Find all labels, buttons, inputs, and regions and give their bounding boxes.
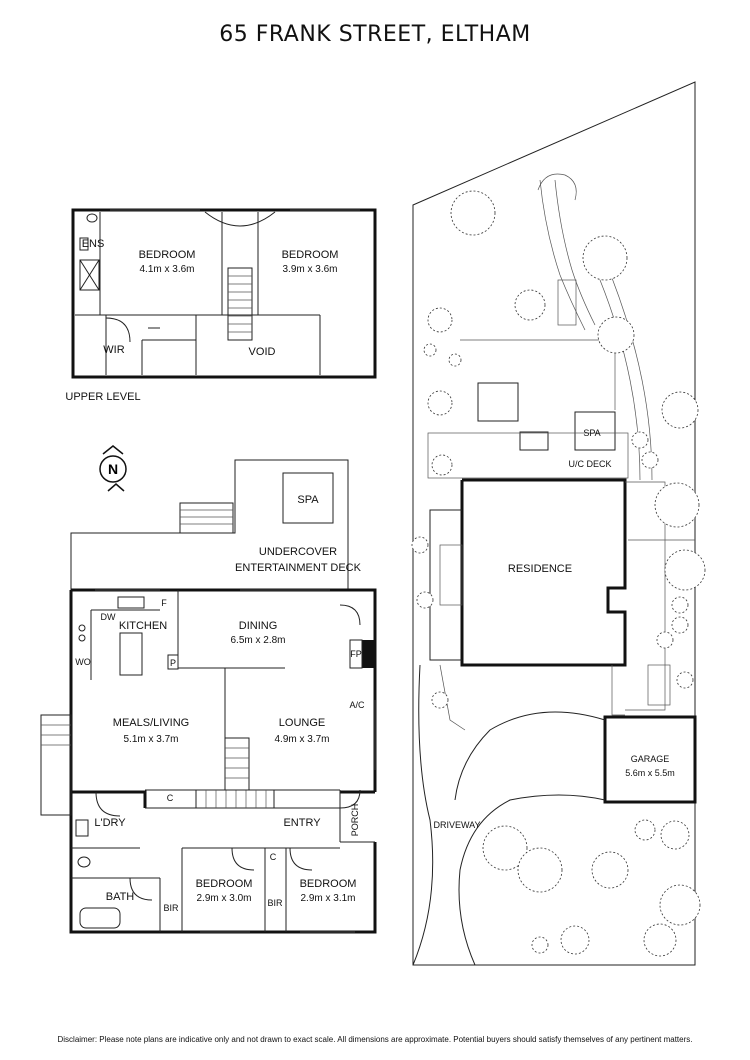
meals-label: MEALS/LIVING bbox=[113, 717, 189, 729]
bir1-label: BIR bbox=[163, 903, 179, 913]
ac-label: A/C bbox=[349, 700, 365, 710]
cupboard2-label: C bbox=[270, 852, 277, 862]
fireplace-label: FP bbox=[350, 649, 362, 659]
dining-dim: 6.5m x 2.8m bbox=[230, 635, 285, 646]
upper-bedroom1-dim: 4.1m x 3.6m bbox=[139, 264, 194, 275]
residence-label: RESIDENCE bbox=[508, 563, 572, 575]
bedroom3-dim: 2.9m x 3.0m bbox=[196, 893, 251, 904]
upper-bedroom1-label: BEDROOM bbox=[139, 249, 196, 261]
garage-label: GARAGE bbox=[631, 754, 670, 764]
deck-label-line2: ENTERTAINMENT DECK bbox=[235, 562, 362, 574]
bath-label: BATH bbox=[106, 891, 135, 903]
ground-level-plan bbox=[40, 459, 377, 934]
driveway-label: DRIVEWAY bbox=[433, 820, 480, 830]
cupboard1-label: C bbox=[167, 793, 174, 803]
upper-level-plan bbox=[71, 208, 377, 379]
lounge-dim: 4.9m x 3.7m bbox=[274, 734, 329, 745]
bedroom4-label: BEDROOM bbox=[300, 878, 357, 890]
north-compass-icon bbox=[99, 445, 127, 492]
entry-label: ENTRY bbox=[283, 817, 321, 829]
site-plan bbox=[411, 81, 706, 966]
bedroom3-label: BEDROOM bbox=[196, 878, 253, 890]
upper-level-label: UPPER LEVEL bbox=[65, 391, 140, 403]
dw-label: DW bbox=[101, 612, 116, 622]
ens-label: ENS bbox=[82, 238, 105, 250]
void-label: VOID bbox=[249, 346, 276, 358]
pantry-label: P bbox=[170, 658, 176, 668]
laundry-label: L'DRY bbox=[94, 817, 126, 829]
wir-label: WIR bbox=[103, 344, 124, 356]
kitchen-label: KITCHEN bbox=[119, 620, 167, 632]
bir2-label: BIR bbox=[267, 898, 283, 908]
garage-dim: 5.6m x 5.5m bbox=[625, 768, 675, 778]
deck-spa-label: SPA bbox=[297, 494, 319, 506]
disclaimer-text: Disclaimer: Please note plans are indica… bbox=[57, 1035, 693, 1044]
dining-label: DINING bbox=[239, 620, 278, 632]
plan-title: 65 FRANK STREET, ELTHAM bbox=[219, 22, 531, 47]
lounge-label: LOUNGE bbox=[279, 717, 325, 729]
fridge-label: F bbox=[161, 598, 167, 608]
upper-bedroom2-dim: 3.9m x 3.6m bbox=[282, 264, 337, 275]
meals-dim: 5.1m x 3.7m bbox=[123, 734, 178, 745]
deck-label-line1: UNDERCOVER bbox=[259, 546, 337, 558]
porch-label: PORCH bbox=[350, 804, 360, 837]
wo-label: WO bbox=[75, 657, 91, 667]
bedroom4-dim: 2.9m x 3.1m bbox=[300, 893, 355, 904]
site-deck-label: U/C DECK bbox=[568, 459, 611, 469]
upper-bedroom2-label: BEDROOM bbox=[282, 249, 339, 261]
compass-letter: N bbox=[108, 461, 118, 477]
site-spa-label: SPA bbox=[583, 428, 600, 438]
